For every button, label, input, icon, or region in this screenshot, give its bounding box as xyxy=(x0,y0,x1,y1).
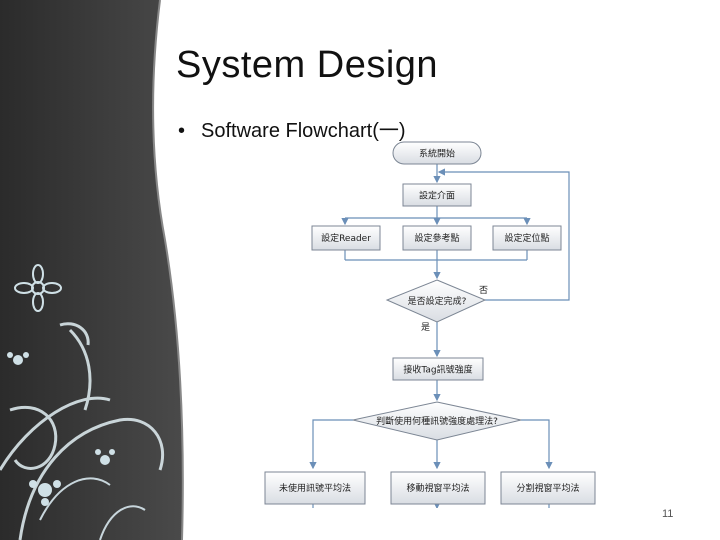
flow-node-method-moving: 移動視窗平均法 xyxy=(390,471,486,505)
flow-node-method-split: 分割視窗平均法 xyxy=(500,471,596,505)
bullet-text: Software Flowchart(一) xyxy=(201,120,406,142)
bullet-item: • Software Flowchart(一) xyxy=(178,114,406,143)
flow-node-start: 系統開始 xyxy=(392,141,482,165)
page-number: 11 xyxy=(662,508,674,520)
flow-node-receive-tag-label: 接收Tag訊號強度 xyxy=(403,364,472,376)
software-flowchart: 系統開始 設定介面 設定Reader 設定參考點 設定定位點 是否設定完成? 否… xyxy=(264,141,596,508)
flow-node-method-unused: 未使用訊號平均法 xyxy=(264,471,366,505)
flow-node-method-moving-label: 移動視窗平均法 xyxy=(406,482,469,494)
flow-decision-setup-done-label: 是否設定完成? xyxy=(408,295,467,307)
decorative-side-panel xyxy=(0,0,184,540)
flow-label-no: 否 xyxy=(479,285,488,296)
flow-node-set-positioning: 設定定位點 xyxy=(492,225,562,251)
flower-icon xyxy=(14,264,62,312)
flow-decision-method-label: 判斷使用何種訊號強度處理法? xyxy=(376,415,498,427)
flow-node-method-split-label: 分割視窗平均法 xyxy=(516,482,579,494)
flow-decision-setup-done: 是否設定完成? xyxy=(385,279,487,323)
flow-node-start-label: 系統開始 xyxy=(419,148,455,160)
flow-node-set-reader: 設定Reader xyxy=(311,225,381,251)
flow-decision-method: 判斷使用何種訊號強度處理法? xyxy=(352,401,522,441)
flow-node-set-positioning-label: 設定定位點 xyxy=(504,232,549,244)
flow-node-set-reference-label: 設定參考點 xyxy=(414,232,459,244)
flow-label-yes: 是 xyxy=(421,322,430,333)
slide-title: System Design xyxy=(176,44,439,86)
flow-node-set-reference: 設定參考點 xyxy=(402,225,472,251)
flow-node-set-reader-label: 設定Reader xyxy=(321,232,371,244)
flow-node-receive-tag: 接收Tag訊號強度 xyxy=(392,357,484,381)
flow-node-method-unused-label: 未使用訊號平均法 xyxy=(279,482,351,494)
bullet-icon: • xyxy=(178,120,186,142)
flow-node-setup-ui-label: 設定介面 xyxy=(419,190,455,202)
flow-node-setup-ui: 設定介面 xyxy=(402,183,472,207)
